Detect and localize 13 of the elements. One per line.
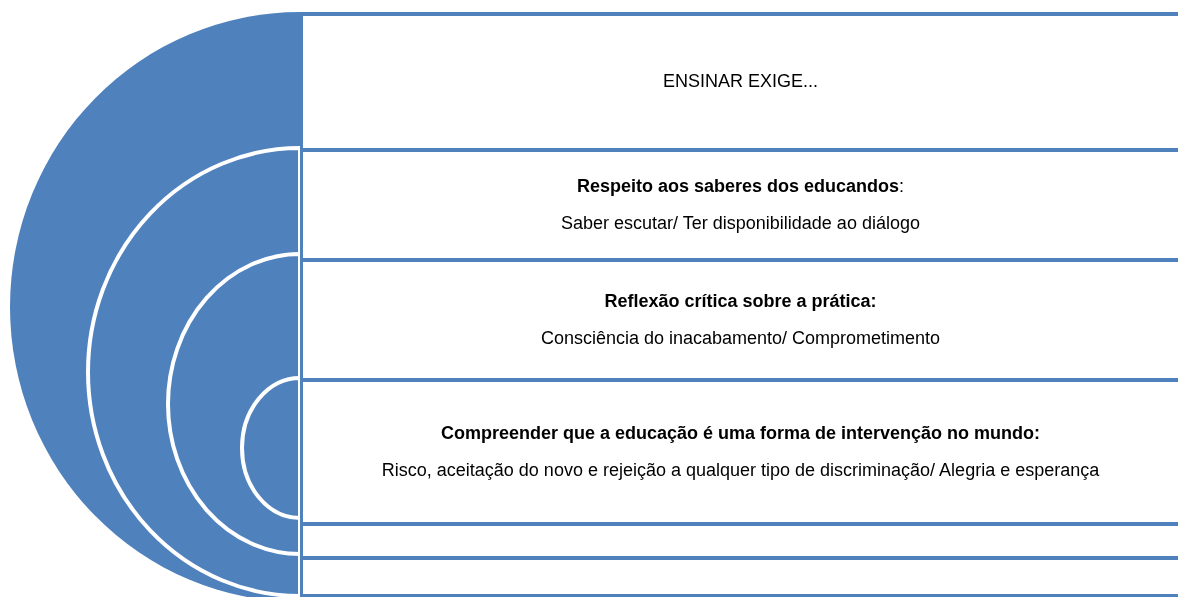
heading-text: Compreender que a educação é uma forma de intervenção no mundo:: [440, 421, 1041, 445]
text-box: [300, 378, 1178, 522]
text-box: [300, 148, 1178, 258]
body-text: Saber escutar/ Ter disponibilidade ao diálogo: [561, 212, 920, 235]
body-text: ENSINAR EXIGE...: [662, 70, 818, 94]
body-text: Consciência do inacabamento/ Comprometimento: [540, 327, 941, 350]
heading-text: Reflexão crítica sobre a prática:: [604, 289, 877, 313]
empty-box: [300, 556, 1178, 597]
body-text: Risco, aceitação do novo e rejeição a qualquer tipo de discriminação/ Alegria e esperança: [381, 459, 1100, 482]
text-box: [300, 258, 1178, 378]
text-box: [300, 12, 1178, 148]
empty-box: [300, 522, 1178, 556]
heading-text: Respeito aos saberes dos educandos:: [576, 174, 905, 198]
